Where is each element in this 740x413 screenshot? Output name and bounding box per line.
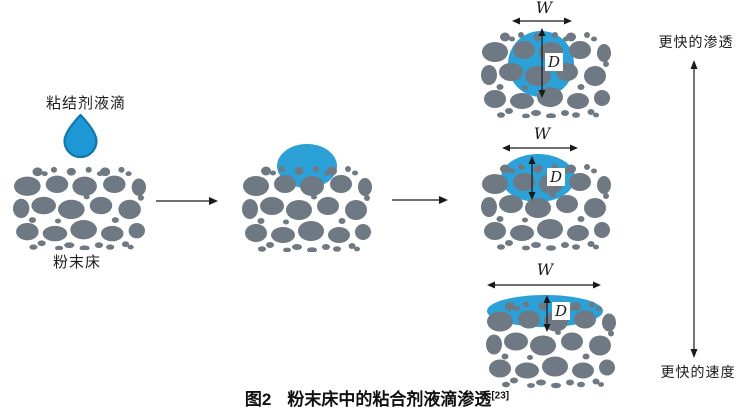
powder-bed-initial <box>13 166 146 250</box>
depth-arrow-deep-icon <box>538 28 546 98</box>
step-arrow-2-icon <box>392 196 448 204</box>
faster-penetration-label: 更快的渗透 <box>658 35 734 51</box>
figure-caption-number: 图2 <box>244 390 272 409</box>
width-label-medium: W <box>533 124 551 143</box>
width-arrow-medium-icon <box>502 144 578 152</box>
depth-arrow-medium-icon <box>528 156 536 200</box>
width-label-wide: W <box>536 260 554 279</box>
depth-label-deep: D <box>545 53 564 71</box>
step-arrow-1-icon <box>156 197 218 205</box>
powder-bed-droplet-spread <box>242 144 372 252</box>
penetration-speed-axis-icon <box>690 60 698 358</box>
depth-label-medium: D <box>547 168 566 186</box>
powder-bed-label: 粉末床 <box>52 253 101 271</box>
binder-droplet-icon <box>63 113 98 159</box>
depth-arrow-wide-icon <box>543 295 551 332</box>
powder-bed-deep-penetration <box>481 31 611 118</box>
width-arrow-wide-icon <box>487 281 601 289</box>
figure-caption: 图2 粉末床中的粘合剂液滴渗透[23] <box>0 385 740 410</box>
powder-bed-wide-penetration <box>486 295 616 389</box>
binder-droplet-label: 粘结剂液滴 <box>45 94 126 112</box>
figure-caption-reference: [23] <box>491 390 510 402</box>
width-arrow-deep-icon <box>512 17 572 25</box>
faster-speed-label: 更快的速度 <box>660 365 736 381</box>
powder-bed-medium-penetration <box>481 154 611 251</box>
surface-droplet-region <box>277 144 337 188</box>
figure-caption-title: 粉末床中的粘合剂液滴渗透 <box>287 390 492 409</box>
depth-label-wide: D <box>552 302 571 320</box>
width-label-deep: W <box>535 0 553 17</box>
